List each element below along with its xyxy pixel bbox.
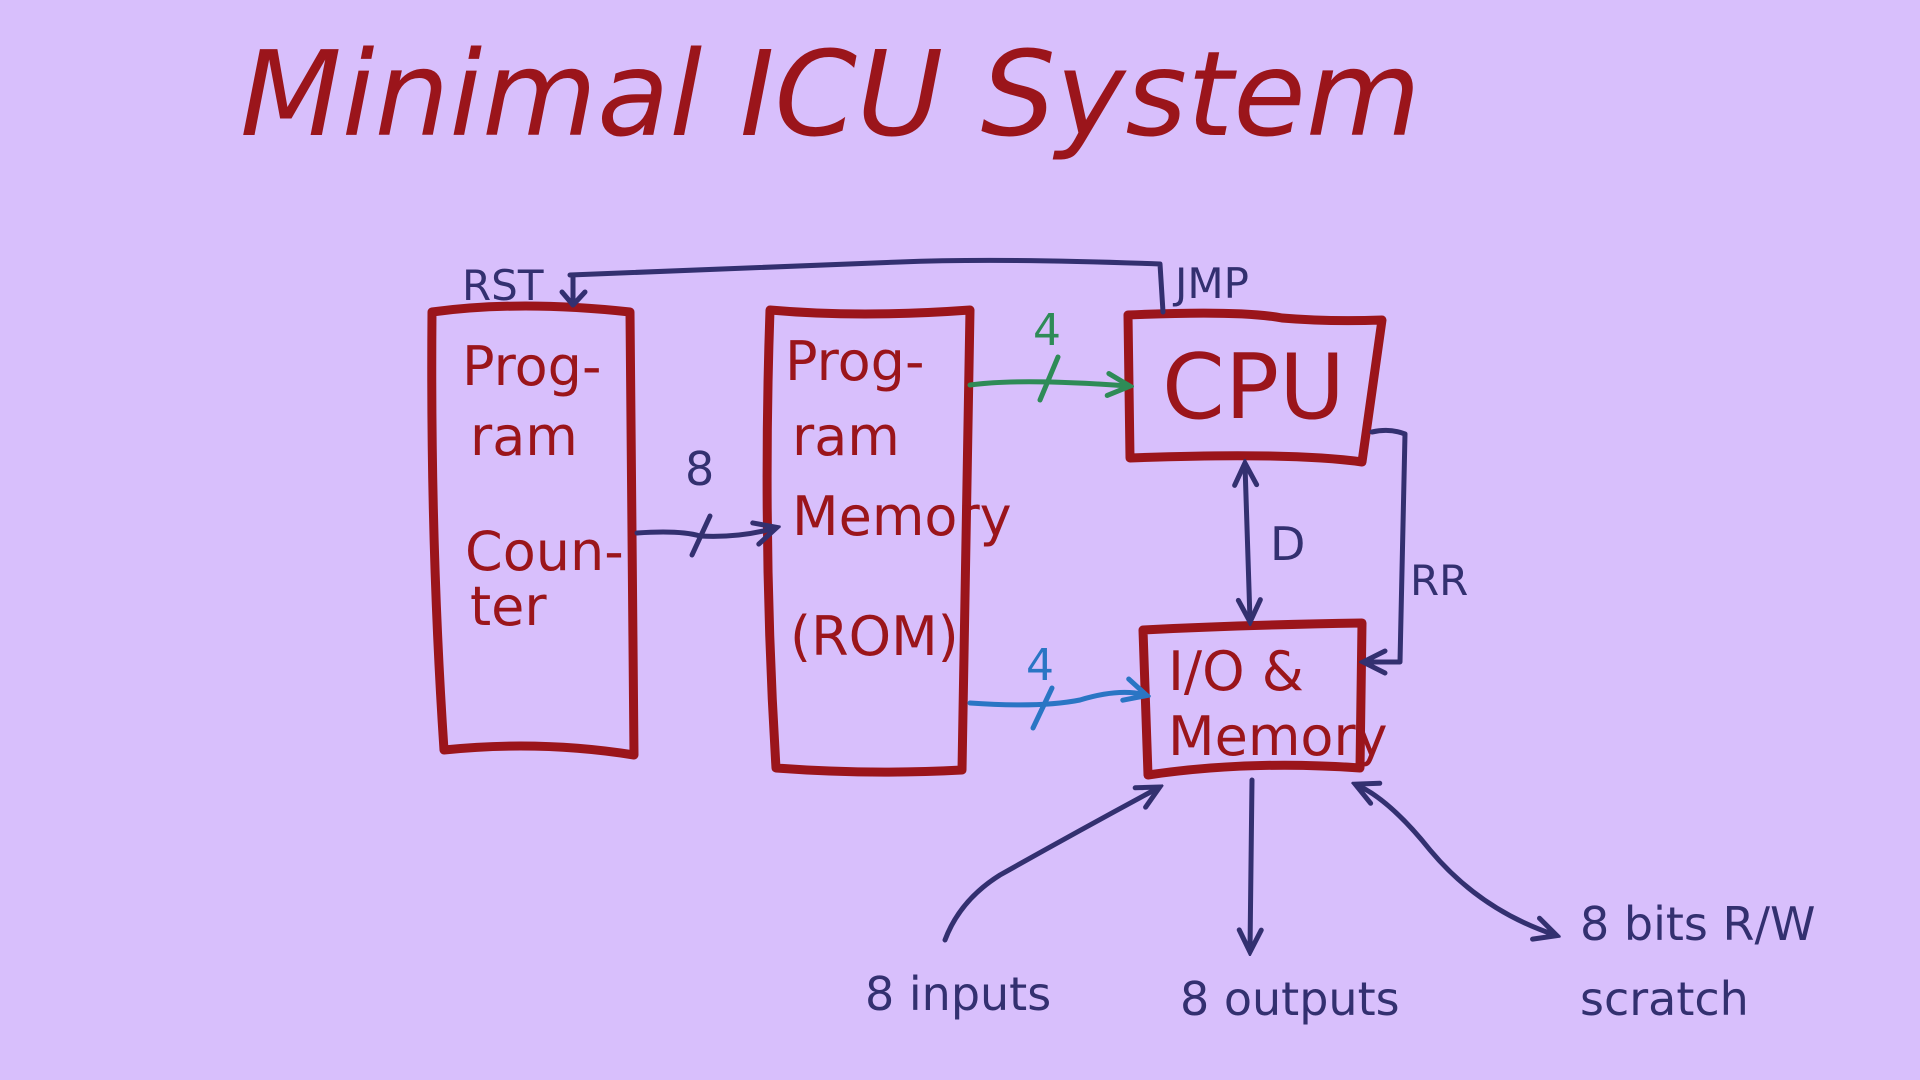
program-memory-label-3: Memory bbox=[792, 485, 1012, 548]
outputs-arrow bbox=[1250, 777, 1252, 950]
jmp-line bbox=[567, 257, 1166, 315]
io-memory-box bbox=[1138, 618, 1367, 780]
program-memory-box bbox=[762, 305, 975, 777]
program-memory-label-2: ram bbox=[792, 405, 900, 468]
program-counter-block: Prog- ram Coun- ter bbox=[427, 301, 639, 760]
rr-arrow bbox=[1365, 427, 1408, 662]
program-counter-box bbox=[427, 301, 639, 760]
pc-to-rom-width: 8 bbox=[685, 442, 714, 496]
cpu-io-data-bus: D bbox=[1245, 465, 1305, 620]
rr-label: RR bbox=[1410, 556, 1468, 605]
rst-label: RST bbox=[462, 261, 544, 310]
program-counter-label-3: Coun- bbox=[465, 520, 624, 583]
scratch-bidirectional-arrow bbox=[1357, 785, 1555, 935]
data-bus-label: D bbox=[1270, 517, 1305, 571]
io-memory-block: I/O & Memory bbox=[1138, 618, 1388, 780]
bus-slash-icon bbox=[1037, 354, 1061, 403]
diagram-title: Minimal ICU System bbox=[240, 25, 1421, 163]
inputs-connection: 8 inputs bbox=[865, 788, 1158, 1021]
program-memory-label-1: Prog- bbox=[785, 330, 924, 393]
cpu-block: CPU bbox=[1123, 308, 1387, 467]
rom-to-io-arrow bbox=[967, 692, 1145, 708]
rom-to-cpu-arrow bbox=[967, 382, 1128, 386]
outputs-connection: 8 outputs bbox=[1180, 777, 1400, 1026]
data-bidirectional-arrow bbox=[1245, 465, 1250, 620]
io-memory-label-1: I/O & bbox=[1168, 640, 1304, 703]
rom-to-cpu-width: 4 bbox=[1033, 305, 1061, 356]
cpu-label: CPU bbox=[1162, 335, 1345, 440]
jmp-label: JMP bbox=[1172, 259, 1249, 308]
bus-slash-icon bbox=[689, 513, 713, 558]
program-memory-label-4: (ROM) bbox=[790, 605, 959, 668]
program-counter-label-1: Prog- bbox=[462, 335, 601, 398]
bus-slash-icon bbox=[1030, 685, 1055, 731]
program-counter-label-4: ter bbox=[470, 575, 547, 638]
program-memory-block: Prog- ram Memory (ROM) bbox=[762, 305, 1012, 777]
rr-connection: RR bbox=[1365, 427, 1468, 662]
outputs-label: 8 outputs bbox=[1180, 972, 1400, 1026]
rom-to-cpu-bus: 4 bbox=[967, 305, 1128, 403]
io-memory-label-2: Memory bbox=[1168, 705, 1388, 768]
rom-to-io-width: 4 bbox=[1026, 640, 1054, 691]
inputs-arrow bbox=[942, 788, 1158, 943]
program-counter-label-2: ram bbox=[470, 405, 578, 468]
rom-to-io-bus: 4 bbox=[967, 640, 1145, 731]
inputs-label: 8 inputs bbox=[865, 967, 1051, 1021]
scratch-label-2: scratch bbox=[1580, 972, 1749, 1026]
scratch-connection: 8 bits R/W scratch bbox=[1357, 785, 1815, 1026]
pc-to-rom-bus: 8 bbox=[634, 442, 775, 558]
cpu-box bbox=[1123, 308, 1387, 467]
scratch-label-1: 8 bits R/W bbox=[1580, 897, 1815, 951]
rst-arrow-icon bbox=[559, 272, 588, 308]
jmp-rst-connection: RST JMP bbox=[462, 257, 1249, 315]
